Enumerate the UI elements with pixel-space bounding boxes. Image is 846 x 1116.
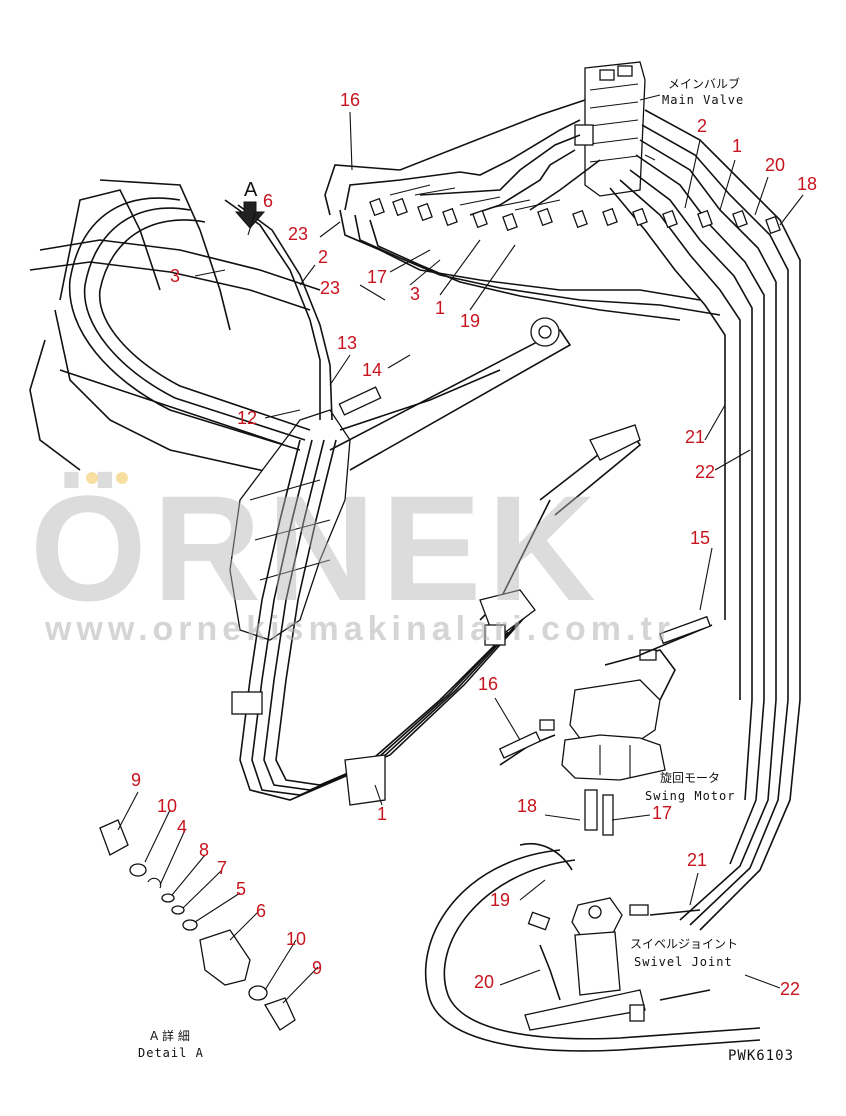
callout-12: 12: [237, 408, 257, 428]
callout-20-b: 20: [474, 972, 494, 992]
detail-a-label-jp: A 詳 細: [150, 1028, 190, 1043]
callout-19-b: 19: [490, 890, 510, 910]
watermark-dot-right: [116, 472, 128, 484]
detail-a-label-en: Detail A: [138, 1046, 204, 1060]
callout-2-a: 2: [318, 247, 328, 267]
swivel-joint: [519, 843, 711, 1031]
boom-structure: [29, 179, 572, 641]
hose-header-top: [324, 99, 721, 321]
view-a-letter: A: [244, 179, 258, 201]
swivel-joint-label-en: Swivel Joint: [634, 955, 733, 969]
callout-16-b: 16: [478, 674, 498, 694]
callout-14: 14: [362, 360, 382, 380]
callout-19-a: 19: [460, 311, 480, 331]
callouts: 16 6 23 2 3 17 23 3 1 19 13 14 12 2 1 20…: [131, 90, 817, 999]
watermark-dot-left: [86, 472, 98, 484]
callout-23-a: 23: [288, 224, 308, 244]
callout-17-a: 17: [367, 267, 387, 287]
callout-13: 13: [337, 333, 357, 353]
callout-18-a: 18: [797, 174, 817, 194]
callout-15: 15: [690, 528, 710, 548]
swing-motor: [539, 649, 676, 836]
callout-21-b: 21: [687, 850, 707, 870]
leader-lines: [117, 111, 804, 1004]
main-valve: [574, 61, 661, 197]
callout-6-top: 6: [263, 191, 273, 211]
callout-3-b: 3: [410, 284, 420, 304]
drawing-code: PWK6103: [728, 1048, 794, 1064]
view-a-arrow: [234, 201, 266, 229]
callout-1-c: 1: [377, 804, 387, 824]
callout-3-a: 3: [170, 266, 180, 286]
callout-16-top: 16: [340, 90, 360, 110]
callout-6-b: 6: [256, 901, 266, 921]
watermark: ÖRNEK www.ornekismakinalari.com.tr: [30, 464, 675, 648]
detail-a-parts: [99, 819, 296, 1031]
callout-22-b: 22: [780, 979, 800, 999]
swing-motor-label-jp: 旋回モータ: [660, 771, 720, 785]
callout-1-a: 1: [435, 298, 445, 318]
main-valve-label-jp: メインバルブ: [668, 76, 740, 91]
callout-21-a: 21: [685, 427, 705, 447]
callout-9-a: 9: [131, 770, 141, 790]
callout-17-b: 17: [652, 803, 672, 823]
hose-bundle-boom: [231, 439, 525, 806]
hose-loop-bottom: [425, 849, 761, 1052]
callout-4: 4: [177, 817, 187, 837]
callout-1-b: 1: [732, 136, 742, 156]
callout-2-b: 2: [697, 116, 707, 136]
swivel-joint-label-jp: スイベルジョイント: [630, 937, 738, 951]
callout-5: 5: [236, 879, 246, 899]
swing-motor-label-en: Swing Motor: [645, 789, 735, 803]
fitting-row: [369, 184, 781, 235]
callout-20-a: 20: [765, 155, 785, 175]
callout-9-b: 9: [312, 958, 322, 978]
callout-23-b: 23: [320, 278, 340, 298]
watermark-url: www.ornekismakinalari.com.tr: [44, 610, 675, 648]
callout-10-a: 10: [157, 796, 177, 816]
callout-22-a: 22: [695, 462, 715, 482]
watermark-brand: ÖRNEK: [30, 464, 602, 632]
hose-15-16: [498, 615, 713, 766]
main-valve-label-en: Main Valve: [662, 93, 744, 107]
callout-10-b: 10: [286, 929, 306, 949]
callout-18-b: 18: [517, 796, 537, 816]
callout-8: 8: [199, 840, 209, 860]
arm-linkage: [479, 424, 642, 646]
hose-loop-left: [68, 197, 333, 451]
callout-7: 7: [217, 858, 227, 878]
